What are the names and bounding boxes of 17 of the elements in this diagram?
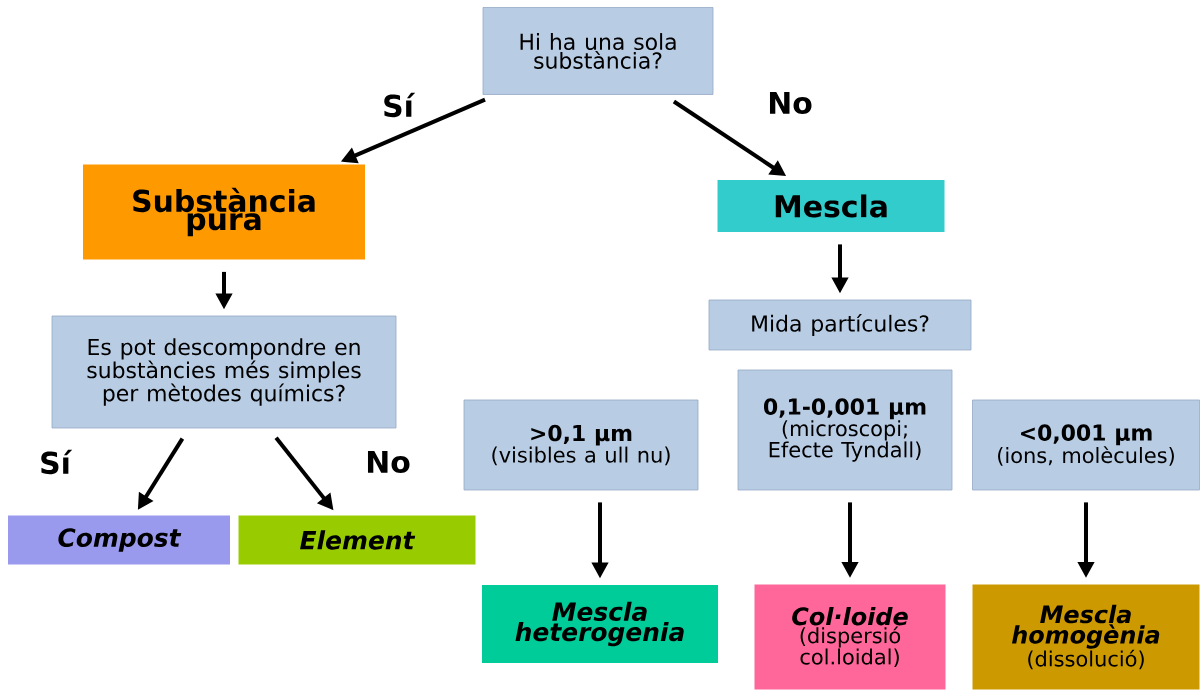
question-box: Hi ha una sola substància?: [482, 7, 714, 95]
result-box: Mescla heterogenia: [482, 585, 718, 663]
result-box: Col·loide (dispersió col.loidal): [754, 584, 946, 690]
result-box: Mescla homogènia (dissolució): [972, 584, 1200, 690]
size-box: <0,001 µm (ions, molècules): [972, 399, 1200, 491]
edge-label: Sí: [41, 449, 73, 475]
question-box: Es pot descompondre en substàncies més simples per mètodes químics?: [51, 315, 397, 429]
category-box: Substància pura: [83, 164, 365, 260]
edge-label: Sí: [384, 92, 416, 118]
edge-label: No: [368, 450, 410, 474]
edge-label: No: [770, 91, 812, 115]
result-box: Compost: [8, 515, 230, 565]
size-box: >0,1 µm (visibles a ull nu): [463, 399, 699, 491]
category-box: Mescla: [717, 180, 945, 232]
size-box: 0,1-0,001 µm (microscopi; Efecte Tyndall): [737, 369, 953, 491]
question-box: Mida partícules?: [708, 299, 972, 351]
result-box: Element: [238, 515, 476, 565]
